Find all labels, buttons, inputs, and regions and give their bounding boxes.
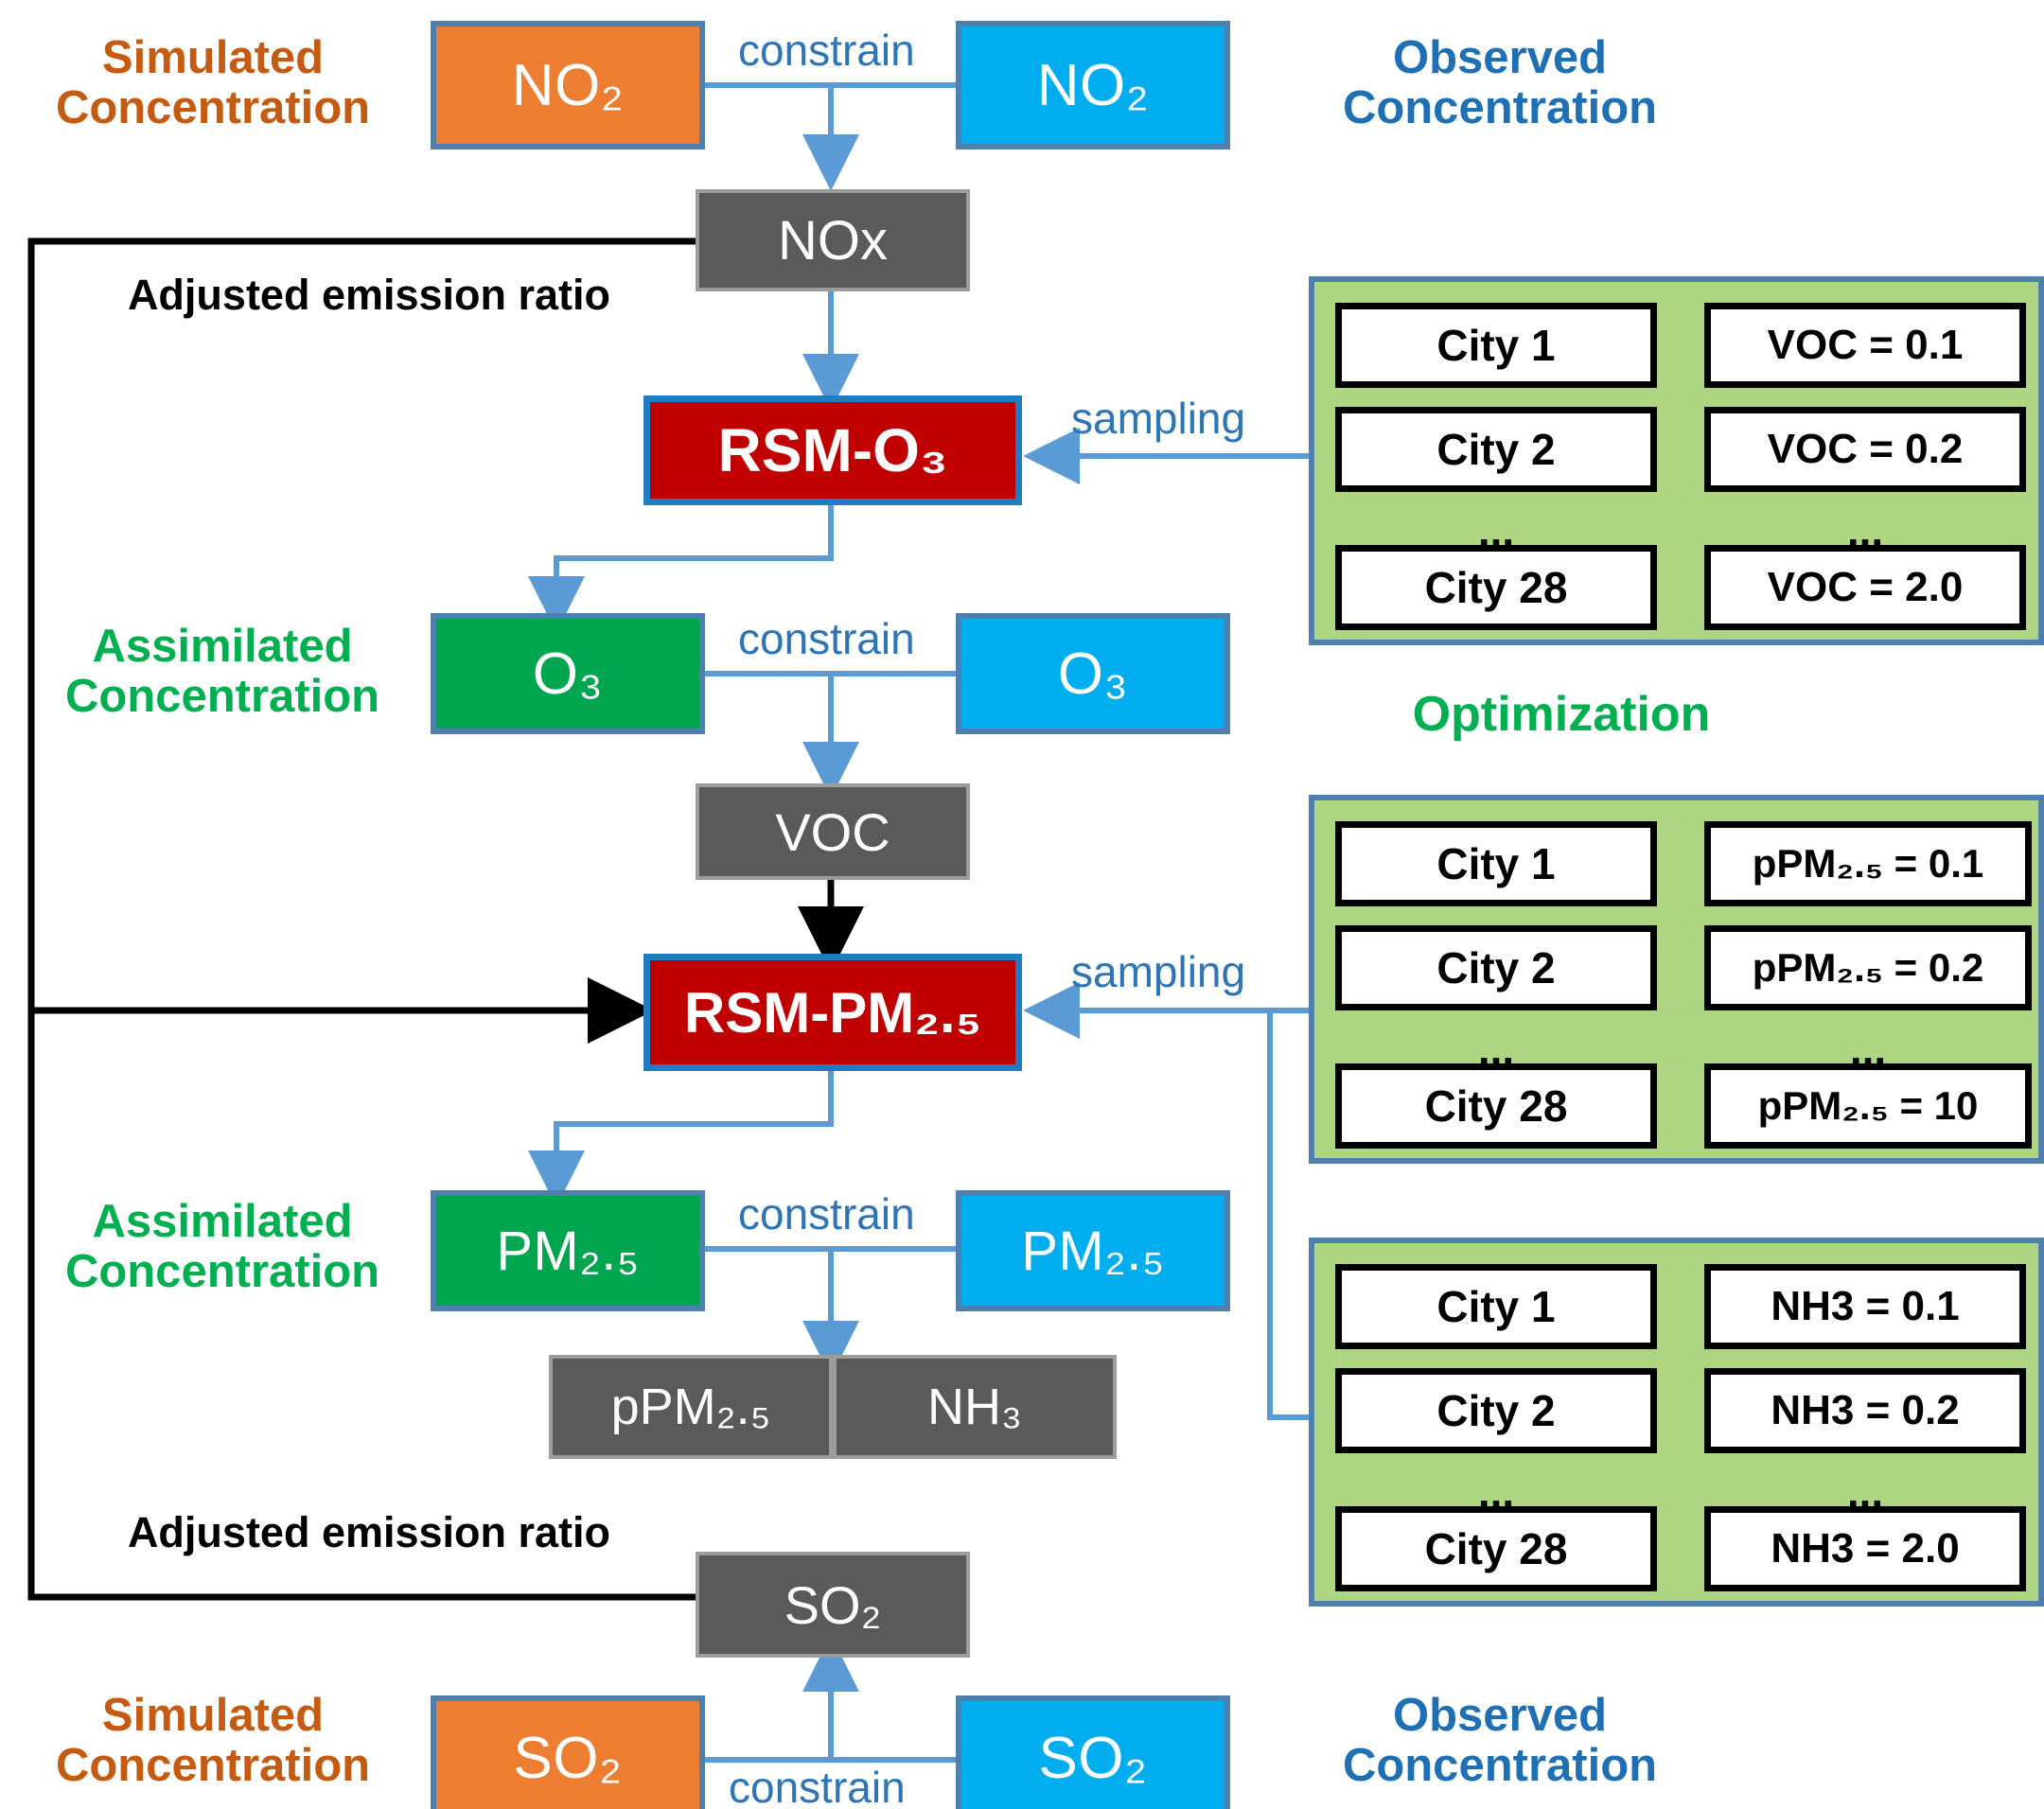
label-adjusted-emission-ratio-top: Adjusted emission ratio [127, 270, 611, 319]
panel-city-item[interactable]: City 1 [1335, 1264, 1657, 1349]
panel-value-item[interactable]: pPM₂.₅ = 0.2 [1704, 925, 2032, 1010]
label-line-2: Concentration [55, 1740, 371, 1791]
panel-city-item[interactable]: City 1 [1335, 821, 1657, 906]
box-label: RSM-O₃ [717, 416, 948, 484]
label-line-2: Concentration [1342, 1740, 1658, 1791]
box-nh3-emission[interactable]: NH₃ [833, 1355, 1117, 1459]
panel-city-item[interactable]: City 2 [1335, 1368, 1657, 1453]
box-so2-observed[interactable]: SO₂ [956, 1695, 1230, 1809]
panel-nh3-sampling: City 1 City 2 ... City 28 NH3 = 0.1 NH3 … [1309, 1238, 2044, 1607]
box-pm25-observed[interactable]: PM₂.₅ [956, 1190, 1230, 1311]
box-label: NOx [778, 209, 888, 272]
panel-city-item[interactable]: City 28 [1335, 1506, 1657, 1591]
arrow-rsmpm25-to-pm25 [528, 1071, 834, 1207]
panel-value-item[interactable]: pPM₂.₅ = 0.1 [1704, 821, 2032, 906]
label-line-1: Assimilated [92, 621, 353, 673]
box-so2-simulated[interactable]: SO₂ [431, 1695, 705, 1809]
value-label: pPM₂.₅ = 0.1 [1752, 841, 1984, 886]
label-observed-concentration-top: Observed Concentration [1315, 17, 1684, 149]
city-label: City 28 [1424, 563, 1568, 612]
box-label: NH₃ [927, 1379, 1022, 1435]
label-line-1: Simulated [101, 32, 325, 84]
box-o3-assimilated[interactable]: O₃ [431, 613, 705, 734]
panel-value-item[interactable]: pPM₂.₅ = 10 [1704, 1063, 2032, 1149]
city-label: City 28 [1424, 1524, 1568, 1573]
value-label: NH3 = 2.0 [1771, 1525, 1960, 1572]
connector-label-constrain-so2: constrain [729, 1763, 906, 1809]
box-label: NO₂ [511, 52, 625, 118]
city-label: City 2 [1436, 943, 1556, 992]
box-label: O₃ [1057, 641, 1129, 707]
box-label: PM₂.₅ [496, 1220, 640, 1282]
panel-value-item[interactable]: VOC = 2.0 [1704, 545, 2026, 630]
label-line-1: Simulated [101, 1690, 325, 1742]
panel-ppm25-sampling: City 1 City 2 ... City 28 pPM₂.₅ = 0.1 p… [1309, 795, 2044, 1164]
label-line-2: Concentration [1342, 82, 1658, 133]
label-simulated-concentration-top: Simulated Concentration [28, 17, 397, 149]
label-assimilated-concentration-o3: Assimilated Concentration [52, 606, 393, 738]
value-label: VOC = 2.0 [1767, 564, 1964, 610]
city-label: City 1 [1436, 839, 1556, 888]
box-label: SO₂ [513, 1725, 623, 1791]
value-label: pPM₂.₅ = 10 [1757, 1083, 1979, 1128]
label-line-1: Assimilated [92, 1196, 353, 1248]
box-label: pPM₂.₅ [610, 1379, 771, 1435]
value-label: VOC = 0.2 [1767, 426, 1964, 472]
box-label: RSM-PM₂.₅ [683, 980, 982, 1045]
label-optimization: Optimization [1412, 686, 1711, 742]
label-line-2: Concentration [64, 1246, 380, 1297]
value-label: VOC = 0.1 [1767, 322, 1964, 368]
box-nox-emission[interactable]: NOx [696, 189, 970, 291]
box-rsm-pm25[interactable]: RSM-PM₂.₅ [643, 954, 1022, 1071]
box-rsm-o3[interactable]: RSM-O₃ [643, 395, 1022, 505]
value-label: pPM₂.₅ = 0.2 [1752, 945, 1984, 990]
connector-label-constrain-pm25: constrain [738, 1189, 915, 1238]
box-pm25-assimilated[interactable]: PM₂.₅ [431, 1190, 705, 1311]
label-line-1: Observed [1392, 32, 1608, 84]
box-so2-emission[interactable]: SO₂ [696, 1552, 970, 1658]
label-line-2: Concentration [64, 671, 380, 722]
panel-value-item[interactable]: NH3 = 0.2 [1704, 1368, 2026, 1453]
box-label: NO₂ [1036, 52, 1150, 118]
panel-value-item[interactable]: VOC = 0.1 [1704, 303, 2026, 388]
box-label: O₃ [532, 641, 604, 707]
box-no2-simulated[interactable]: NO₂ [431, 21, 705, 149]
label-observed-concentration-bottom: Observed Concentration [1315, 1675, 1684, 1807]
value-label: NH3 = 0.1 [1771, 1283, 1960, 1329]
box-o3-observed[interactable]: O₃ [956, 613, 1230, 734]
panel-city-item[interactable]: City 28 [1335, 1063, 1657, 1149]
connector-label-sampling-voc: sampling [1071, 394, 1246, 443]
box-voc-emission[interactable]: VOC [696, 783, 970, 880]
label-line-1: Observed [1392, 1690, 1608, 1742]
city-label: City 2 [1436, 1386, 1556, 1435]
box-label: SO₂ [784, 1574, 882, 1635]
panel-voc-sampling: City 1 City 2 ... City 28 VOC = 0.1 VOC … [1309, 276, 2044, 645]
box-label: VOC [775, 801, 890, 862]
label-assimilated-concentration-pm25: Assimilated Concentration [52, 1181, 393, 1313]
box-ppm25-emission[interactable]: pPM₂.₅ [549, 1355, 833, 1459]
city-label: City 1 [1436, 321, 1556, 370]
label-simulated-concentration-bottom: Simulated Concentration [28, 1675, 397, 1807]
city-label: City 2 [1436, 425, 1556, 474]
label-adjusted-emission-ratio-bottom: Adjusted emission ratio [127, 1507, 611, 1556]
connector-label-constrain-o3: constrain [738, 614, 915, 663]
panel-city-item[interactable]: City 2 [1335, 925, 1657, 1010]
box-label: PM₂.₅ [1021, 1220, 1165, 1282]
panel-city-item[interactable]: City 2 [1335, 407, 1657, 492]
panel-city-item[interactable]: City 1 [1335, 303, 1657, 388]
link-sampling-nh3 [1267, 1010, 1309, 1420]
panel-value-item[interactable]: VOC = 0.2 [1704, 407, 2026, 492]
label-line-2: Concentration [55, 82, 371, 133]
city-label: City 28 [1424, 1081, 1568, 1131]
panel-value-item[interactable]: NH3 = 0.1 [1704, 1264, 2026, 1349]
connector-label-constrain-no2: constrain [738, 26, 915, 75]
box-no2-observed[interactable]: NO₂ [956, 21, 1230, 149]
panel-value-item[interactable]: NH3 = 2.0 [1704, 1506, 2026, 1591]
arrow-rsmo3-to-o3 [528, 504, 834, 633]
connector-label-sampling-ppm25: sampling [1071, 947, 1246, 996]
value-label: NH3 = 0.2 [1771, 1387, 1960, 1433]
box-label: SO₂ [1038, 1725, 1148, 1791]
panel-city-item[interactable]: City 28 [1335, 545, 1657, 630]
city-label: City 1 [1436, 1282, 1556, 1331]
